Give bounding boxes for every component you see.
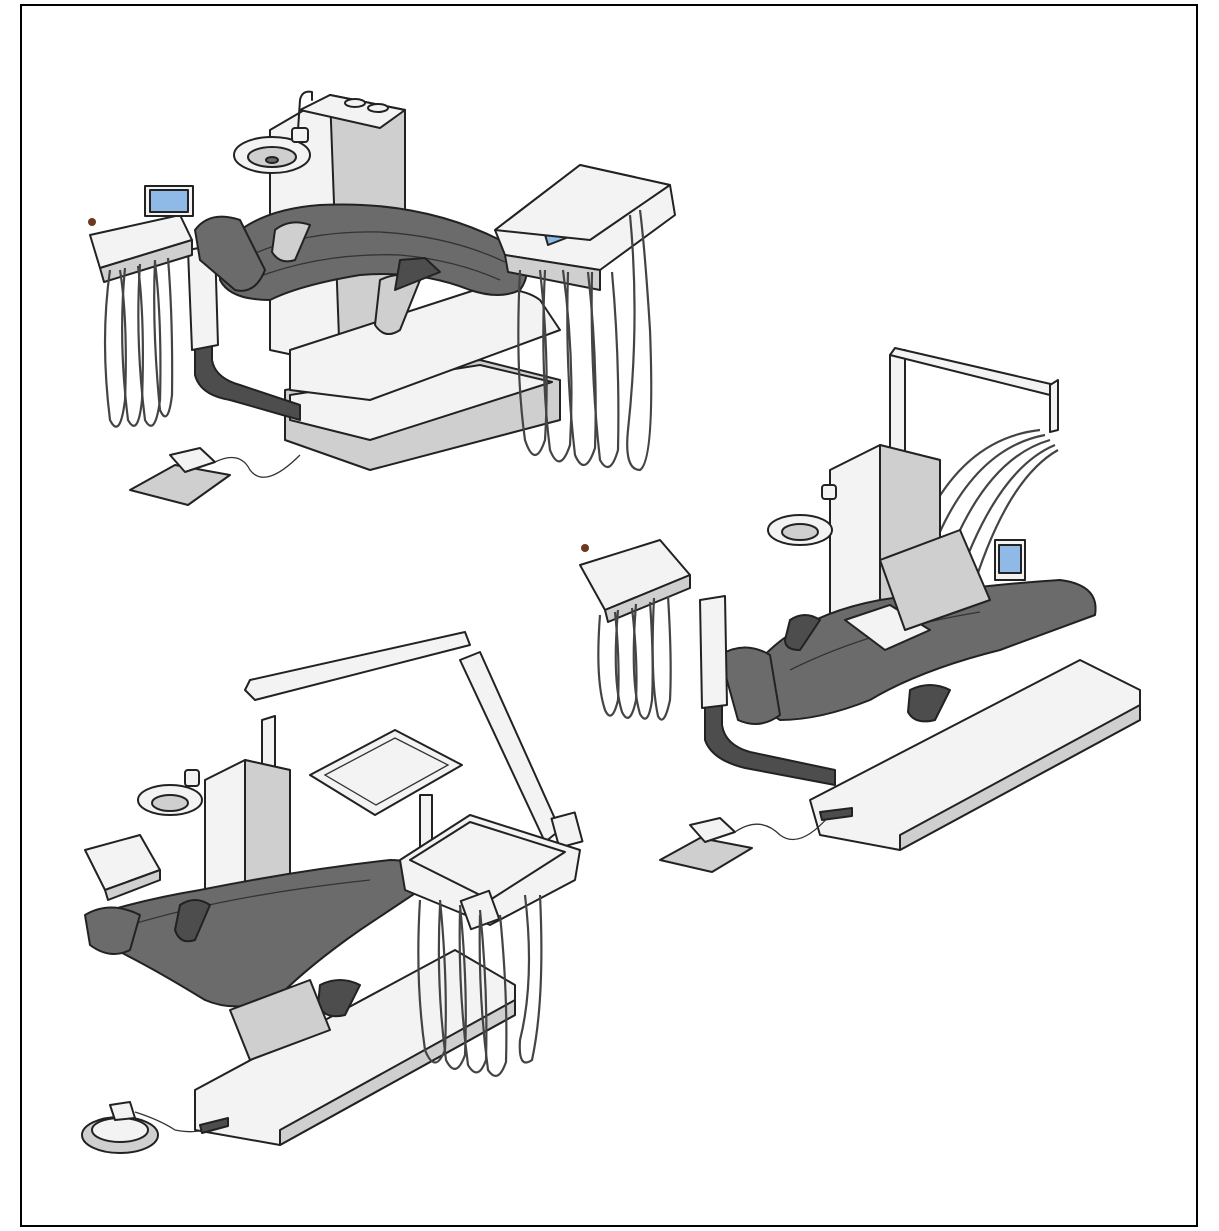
cuspidor-bowl: [233, 90, 313, 174]
patient-chair: [84, 859, 423, 1061]
foot-control: [659, 807, 853, 873]
dental-unit-over-patient-delivery: [88, 90, 676, 506]
patient-chair: [194, 203, 561, 401]
assistant-instrument-holder: [84, 834, 161, 901]
dental-unit-cart-arm-delivery: [81, 631, 584, 1154]
doctor-instrument-bank: [879, 529, 1026, 631]
foot-control: [129, 447, 301, 506]
dental-unit-ceiling-arm-delivery: [579, 347, 1141, 873]
doctor-delivery-unit: [494, 164, 676, 472]
doctor-delivery-unit: [399, 814, 581, 1077]
assistant-instrument-holder: [579, 539, 836, 786]
patient-chair: [719, 579, 1097, 725]
assistant-instrument-holder: [88, 185, 194, 428]
instrument-tray: [309, 729, 463, 851]
foot-control: [81, 1101, 229, 1154]
assistant-arm: [194, 339, 301, 421]
